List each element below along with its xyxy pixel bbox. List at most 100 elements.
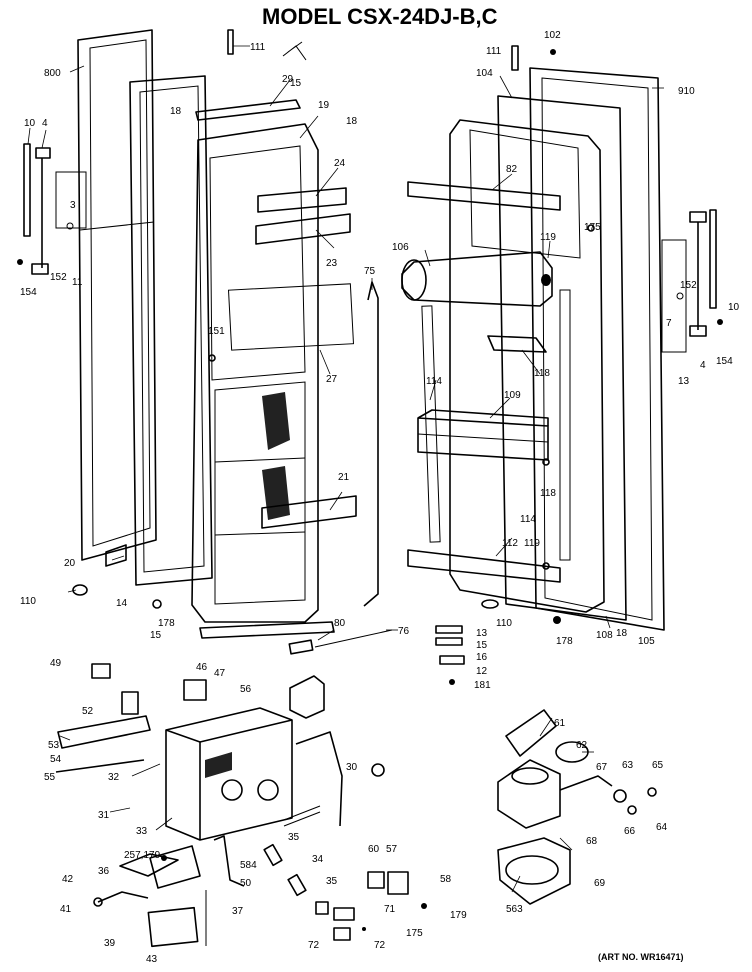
callout: 42 — [62, 874, 74, 885]
left-door-shelves — [195, 99, 357, 639]
callout: 584 — [240, 860, 257, 871]
callout: 179 — [450, 910, 467, 921]
callout: 175 — [406, 928, 423, 939]
callout: 76 — [398, 626, 410, 637]
callout: 110 — [496, 618, 512, 629]
callout: 64 — [656, 822, 668, 833]
callout: 106 — [392, 242, 409, 253]
right-bin-109 — [417, 409, 549, 461]
callout: 15 — [290, 78, 302, 89]
callout: 108 — [596, 630, 613, 641]
callout: 32 — [108, 772, 120, 783]
callout: 18 — [170, 106, 182, 117]
callout: 12 — [476, 666, 488, 677]
callout: 18 — [346, 116, 358, 127]
dispenser-small-parts — [55, 663, 427, 948]
callout: 102 — [544, 30, 561, 41]
callout: 13 — [678, 376, 690, 387]
callout: 119 — [540, 232, 556, 243]
callout: 104 — [476, 68, 493, 79]
callout: 111 — [486, 46, 502, 57]
callout: 43 — [146, 954, 158, 965]
model-title: MODEL CSX-24DJ-B,C — [262, 4, 498, 29]
callout: 7 — [666, 318, 672, 329]
callout: 50 — [240, 878, 252, 889]
callout: 118 — [534, 368, 550, 379]
callout: 67 — [596, 762, 608, 773]
callout: 24 — [334, 158, 346, 169]
left-door-gasket — [129, 75, 213, 586]
callout: 152 — [50, 272, 67, 283]
callout: 19 — [318, 100, 330, 111]
callout: 10 — [24, 118, 36, 129]
callout: 29 — [282, 74, 294, 85]
left-hinge-parts — [17, 29, 393, 655]
right-hinge-parts — [435, 45, 723, 685]
callout: 154 — [716, 356, 733, 367]
right-bin-106 — [401, 251, 553, 307]
callout: 20 — [64, 558, 76, 569]
callout: 47 — [214, 668, 226, 679]
callout: 110 — [20, 596, 36, 607]
callout: 257,179 — [124, 850, 161, 861]
callout: 105 — [638, 636, 655, 647]
callout: 54 — [50, 754, 62, 765]
leader-lines — [27, 45, 664, 893]
callout: 151 — [208, 326, 225, 337]
right-door-liner — [421, 119, 605, 613]
callout: 56 — [240, 684, 252, 695]
callout: 35 — [326, 876, 338, 887]
callout: 49 — [50, 658, 62, 669]
callout: 66 — [624, 826, 636, 837]
art-number: (ART NO. WR16471) — [598, 952, 684, 962]
callout: 72 — [374, 940, 386, 951]
callout: 39 — [104, 938, 116, 949]
callout: 23 — [326, 258, 338, 269]
callout: 178 — [158, 618, 175, 629]
callout: 31 — [98, 810, 110, 821]
callout: 800 — [44, 68, 61, 79]
callout: 69 — [594, 878, 606, 889]
callout: 57 — [386, 844, 398, 855]
callout: 21 — [338, 472, 350, 483]
callout: 18 — [616, 628, 628, 639]
callout-labels: 800 10 4 3 152 11 154 111 29 15 19 18 18… — [20, 30, 740, 965]
callout: 178 — [556, 636, 573, 647]
callout: 36 — [98, 866, 110, 877]
callout: 109 — [504, 390, 521, 401]
callout: 35 — [288, 832, 300, 843]
callout: 53 — [48, 740, 60, 751]
left-door-outer-panel — [77, 29, 157, 561]
callout: 46 — [196, 662, 208, 673]
callout: 55 — [44, 772, 56, 783]
right-door-gasket — [497, 95, 627, 621]
callout: 118 — [540, 488, 556, 499]
callout: 154 — [20, 287, 37, 298]
callout: 72 — [308, 940, 320, 951]
callout: 15 — [150, 630, 162, 641]
callout: 111 — [250, 42, 266, 53]
callout: 14 — [116, 598, 128, 609]
callout: 61 — [554, 718, 566, 729]
callout: 15 — [476, 640, 488, 651]
callout: 563 — [506, 904, 523, 915]
callout: 175 — [584, 222, 601, 233]
callout: 58 — [440, 874, 452, 885]
callout: 33 — [136, 826, 148, 837]
callout: 60 — [368, 844, 380, 855]
callout: 27 — [326, 374, 338, 385]
callout: 114 — [520, 514, 536, 525]
callout: 4 — [42, 118, 48, 129]
callout: 52 — [82, 706, 94, 717]
callout: 71 — [384, 904, 396, 915]
callout: 112 — [502, 538, 518, 549]
callout: 181 — [474, 680, 491, 691]
ice-chute-assembly — [497, 709, 657, 905]
callout: 30 — [346, 762, 358, 773]
callout: 4 — [700, 360, 706, 371]
callout: 62 — [576, 740, 588, 751]
callout: 114 — [426, 376, 442, 387]
callout: 119 — [524, 538, 540, 549]
